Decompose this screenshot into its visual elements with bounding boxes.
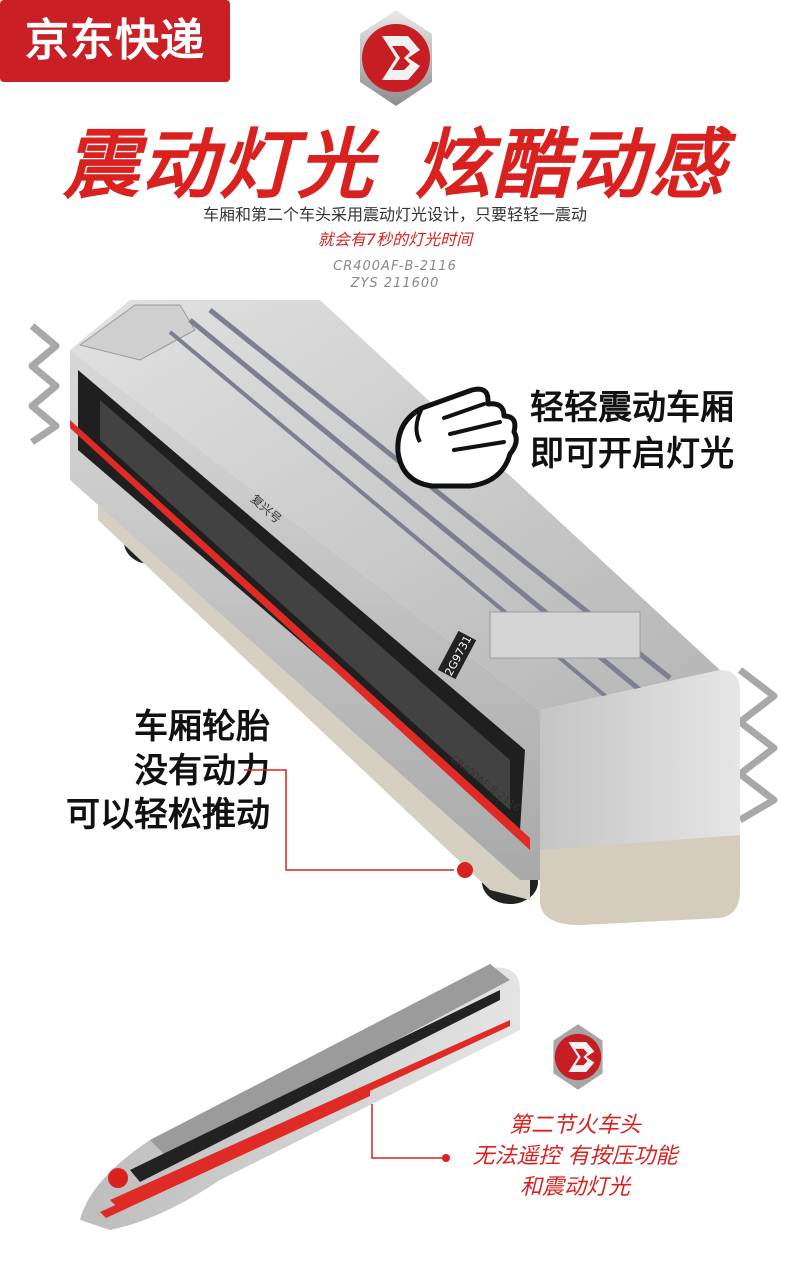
- train-car-image: 2G9731 CR400AF-B-2116 复兴号: [20, 290, 760, 944]
- vibration-left-icon: [24, 322, 64, 450]
- callout-wheel: 车厢轮胎 没有动力 可以轻松推动: [40, 705, 270, 837]
- model-code-1: CR400AF-B-2116: [333, 259, 457, 274]
- callout-head-line1: 第二节火车头: [508, 1113, 641, 1138]
- callout-shake: 轻轻震动车厢 即可开启灯光: [530, 385, 734, 477]
- page-title: 震动灯光炫酷动感: [0, 120, 790, 210]
- callout-wheel-line1: 车厢轮胎: [134, 707, 270, 747]
- callout-shake-line2: 即可开启灯光: [530, 434, 734, 474]
- callout-head-line2: 无法遥控 有按压功能: [472, 1144, 678, 1169]
- callout-wheel-line3: 可以轻松推动: [66, 795, 270, 835]
- callout-shake-line1: 轻轻震动车厢: [530, 388, 734, 428]
- model-code-2: ZYS 211600: [350, 276, 440, 291]
- callout-head: 第二节火车头 无法遥控 有按压功能 和震动灯光: [440, 1110, 710, 1203]
- hand-tap-icon: [392, 382, 524, 496]
- title-right: 炫酷动感: [415, 120, 727, 209]
- vibration-right-icon: [730, 664, 786, 828]
- wheel-leader-line: [244, 766, 464, 880]
- title-left: 震动灯光: [63, 120, 375, 209]
- callout-wheel-line2: 没有动力: [134, 751, 270, 791]
- locomotive-image: [70, 950, 530, 1244]
- head-leader-line: [366, 1104, 456, 1168]
- jd-express-badge: 京东快递: [0, 0, 230, 82]
- brand-logo: [352, 6, 440, 110]
- description: 车厢和第二个车头采用震动灯光设计，只要轻轻一震动: [202, 205, 587, 224]
- callout-head-line3: 和震动灯光: [519, 1175, 630, 1200]
- description-highlight: 就会有7秒的灯光时间: [317, 230, 473, 249]
- brand-logo-small: [548, 1020, 608, 1094]
